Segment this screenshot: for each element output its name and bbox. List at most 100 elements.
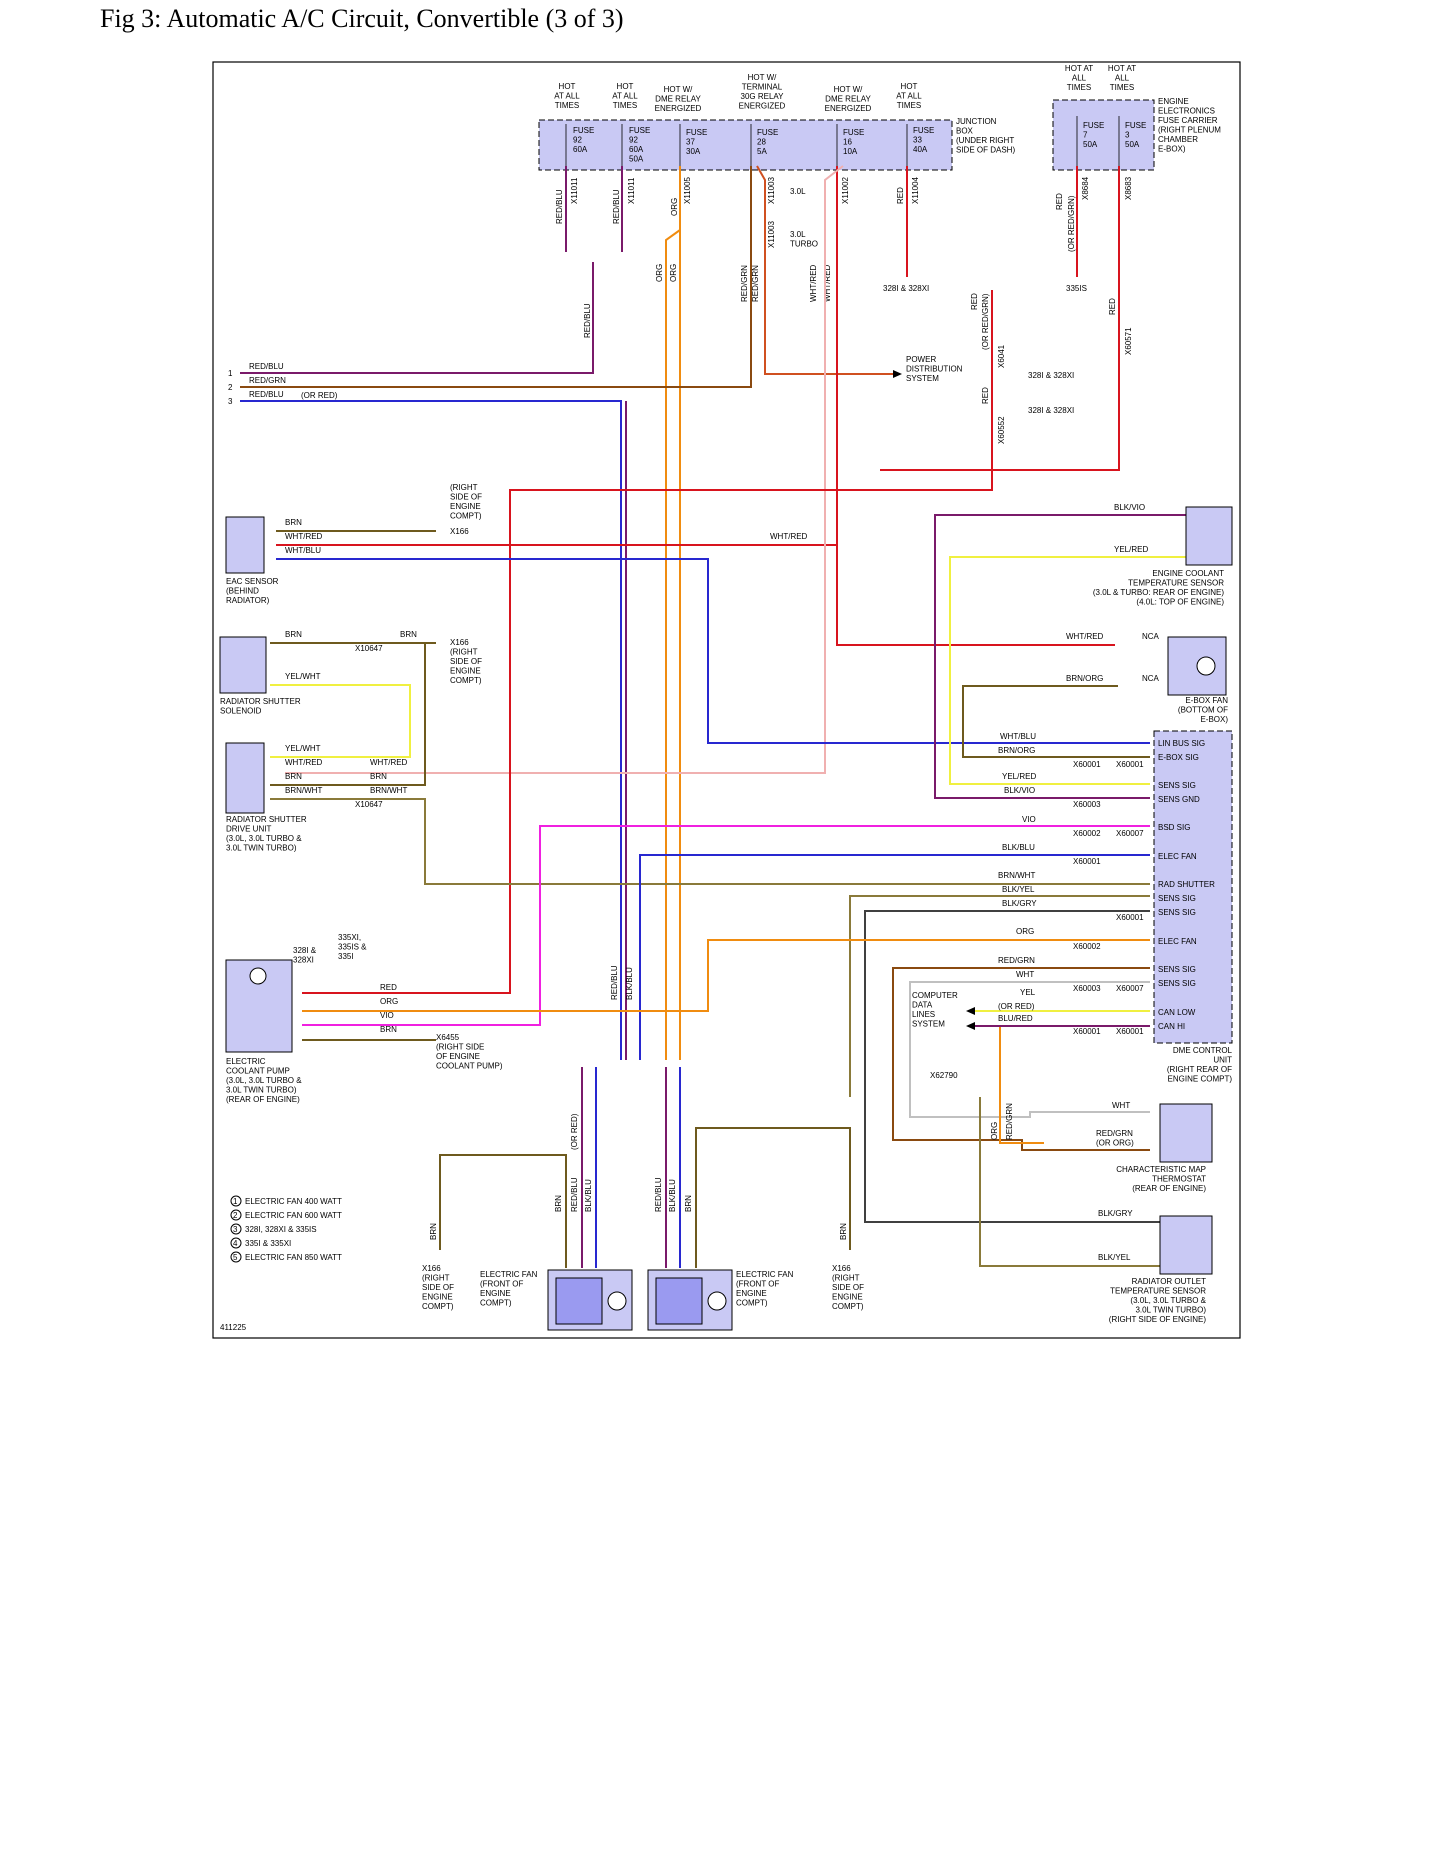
wire-label-org-top: ORG — [670, 198, 679, 216]
wire-brn-fan2 — [695, 1127, 851, 1268]
eac-sensor — [225, 516, 265, 574]
wire-label-whtred-mid: WHT/RED — [770, 532, 808, 541]
wire-blkvio — [934, 514, 1190, 799]
wire-redgrn-fuse28 — [240, 166, 752, 388]
x60002-b: X60002 — [1073, 942, 1101, 951]
x60007-a: X60007 — [1116, 829, 1144, 838]
x60001-a: X60001 — [1073, 760, 1101, 769]
wire-label-whtblu-dme: WHT/BLU — [1000, 732, 1036, 741]
wire-yelred — [949, 556, 1190, 785]
wire-blkgry-rot — [864, 1097, 1160, 1223]
figure-id: 411225 — [220, 1323, 247, 1332]
dme-pins: LIN BUS SIG E-BOX SIG SENS SIG SENS GND … — [1158, 739, 1215, 1031]
legend-text: ELECTRIC FAN 600 WATT — [245, 1211, 342, 1220]
wire-whtblu-eac — [276, 558, 1150, 744]
wire-label-red-top: RED — [896, 187, 905, 204]
wire-label-yel-dme: YEL — [1020, 988, 1036, 997]
wire-label-brn-ecp: BRN — [380, 1025, 397, 1034]
label-328i-x60552: 328I & 328XI — [1028, 406, 1074, 415]
dme-pin: LIN BUS SIG — [1158, 739, 1205, 748]
wire-label-wht-dme: WHT — [1016, 970, 1034, 979]
wire-redblu-or-red — [240, 400, 622, 1060]
wire-org-a — [665, 229, 681, 1060]
diagram-frame — [212, 61, 1241, 1339]
wire-label-yelred-dme: YEL/RED — [1002, 772, 1036, 781]
wire-label-red-60552: RED — [981, 387, 990, 404]
electric-fan-2-motor — [707, 1291, 727, 1311]
electric-fan-1-motor — [607, 1291, 627, 1311]
wire-label-redblu-fan2: RED/BLU — [654, 1177, 663, 1212]
wire-label-brnwht-drive: BRN/WHT — [285, 786, 322, 795]
x60001-f: X60001 — [1116, 1027, 1144, 1036]
wire-blkblu — [639, 854, 1150, 1060]
legend-num: 3 — [233, 1225, 238, 1234]
wire-label-brn-drive: BRN — [285, 772, 302, 781]
wire-whtred-ebox — [836, 545, 1115, 646]
legend-text: ELECTRIC FAN 850 WATT — [245, 1253, 342, 1262]
wire-label-brnorg-ebox: BRN/ORG — [1066, 674, 1103, 683]
legend: 1 ELECTRIC FAN 400 WATT 2 ELECTRIC FAN 6… — [230, 1195, 342, 1263]
wire-label-whtred-eac: WHT/RED — [285, 532, 323, 541]
legend-text: ELECTRIC FAN 400 WATT — [245, 1197, 342, 1206]
dme-pin: RAD SHUTTER — [1158, 880, 1215, 889]
wire-label-blkblu-dme: BLK/BLU — [1002, 843, 1035, 852]
dme-pin: BSD SIG — [1158, 823, 1190, 832]
wire-label-red-ecp: RED — [380, 983, 397, 992]
wire-label-org-dme: ORG — [1016, 927, 1034, 936]
wire-label-brn-solenoid: BRN — [285, 630, 302, 639]
wire-label-redblu-fan1: RED/BLU — [570, 1177, 579, 1212]
wire-label-redgrn-cmt-v: RED/GRN — [1005, 1103, 1014, 1140]
connector-x11003-b: X11003 — [767, 220, 776, 248]
legend-marker — [230, 1237, 242, 1249]
wire-label-org-cmt-v: ORG — [990, 1122, 999, 1140]
connector-x11004: X11004 — [911, 176, 920, 204]
x62790-connector: X62790 — [930, 1071, 958, 1080]
wire-label-red-8684: RED — [1055, 193, 1064, 210]
connector-x11003-a: X11003 — [767, 176, 776, 204]
top-connectors: X11011 X11011 X11005 X11003 X11003 X1100… — [570, 176, 1133, 444]
wire-label-blured-dme: BLU/RED — [998, 1014, 1033, 1023]
wire-label-org-ecp: ORG — [380, 997, 398, 1006]
wire-label-redorg-cmt: RED/GRN(OR ORG) — [1096, 1129, 1134, 1148]
wire-label-brnorg-dme: BRN/ORG — [998, 746, 1035, 755]
wire-label-brnwht-drive-2: BRN/WHT — [370, 786, 407, 795]
wire-label-brn-eac: BRN — [285, 518, 302, 527]
label-328i-x6041: 328I & 328XI — [1028, 371, 1074, 380]
dme-pin: CAN LOW — [1158, 1008, 1196, 1017]
radiator-shutter-drive-unit — [225, 742, 265, 814]
connector-x11002: X11002 — [841, 176, 850, 204]
x60001-d: X60001 — [1116, 913, 1144, 922]
wire-brn-drive — [270, 643, 426, 786]
wire-vio — [302, 825, 1150, 1026]
wire-label-redblu-left: RED/BLU — [249, 362, 284, 371]
label-328i-top: 328I & 328XI — [883, 284, 929, 293]
wire-redgrn-cmt — [892, 967, 1150, 1151]
label-335is-top: 335IS — [1066, 284, 1087, 293]
wire-label-brn-fan1: BRN — [554, 1195, 563, 1212]
arrow-can-low — [966, 1007, 975, 1015]
wire-label-whtred-ebox: WHT/RED — [1066, 632, 1104, 641]
legend-marker — [230, 1251, 242, 1263]
wire-blkyel — [849, 895, 1150, 1097]
pin-3-left: 3 — [228, 397, 233, 406]
wire-redblu-3 — [240, 262, 594, 374]
legend-num: 5 — [233, 1253, 238, 1262]
wire-brnorg — [962, 685, 1150, 758]
